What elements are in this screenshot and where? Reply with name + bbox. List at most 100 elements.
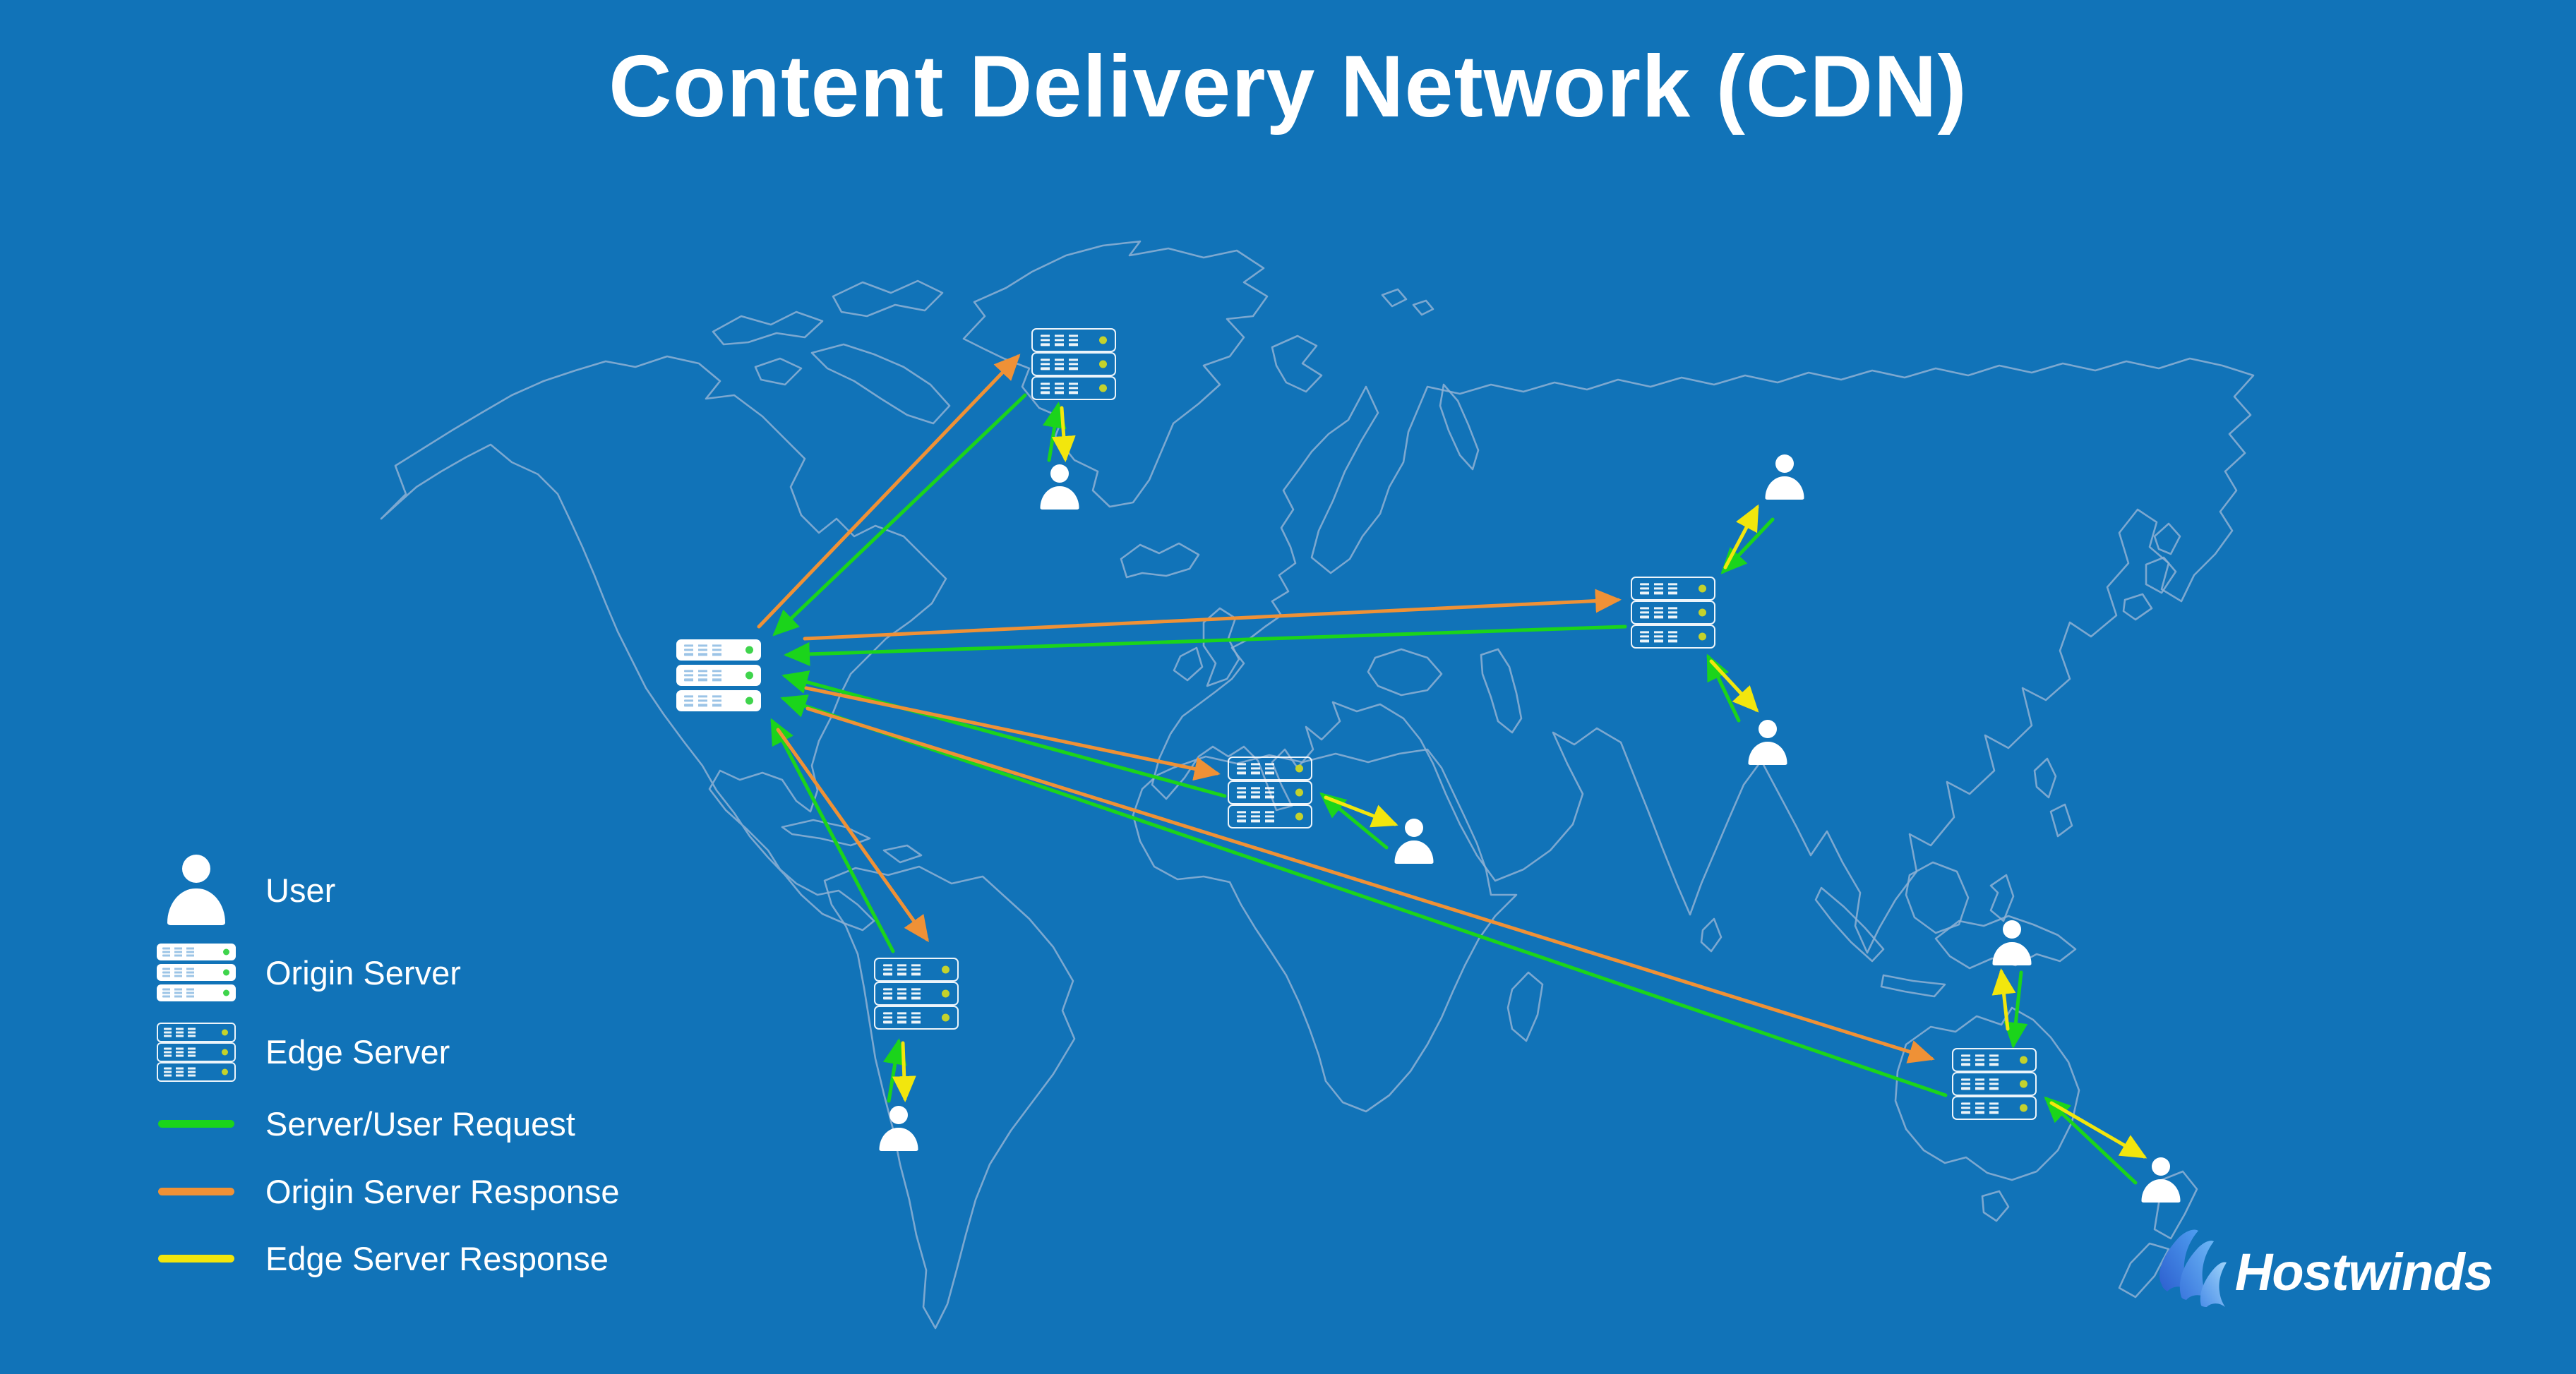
arrow-response-origin-to-greenland-edge (757, 354, 1021, 629)
arrow-response-edge-to-user-papua (1991, 968, 2016, 1031)
user-body (1040, 486, 1079, 510)
edge-server-icon (150, 1023, 243, 1082)
hostwinds-wave-icon (2159, 1229, 2227, 1307)
server-unit (874, 1006, 959, 1030)
map-australia (1894, 1006, 2080, 1222)
server-led-light (2020, 1080, 2027, 1088)
server-unit (1952, 1072, 2037, 1096)
arrow-request-south-america-edge-to-origin (770, 718, 895, 953)
server-grille (162, 946, 196, 958)
legend-item-server-user-request: Server/User Request (150, 1090, 620, 1158)
user-body (1765, 476, 1804, 500)
arrow-response-edge-to-user-new-zealand (2049, 1101, 2147, 1159)
server-grille (1640, 629, 1681, 644)
page-title: Content Delivery Network (CDN) (609, 38, 1967, 135)
user-icon (150, 855, 243, 925)
server-unit (1952, 1096, 2037, 1120)
server-unit (1631, 601, 1715, 625)
map-north-america (380, 355, 947, 932)
map-svalbard (1271, 288, 1434, 393)
edge-server-asia (1631, 577, 1715, 649)
server-unit (1031, 376, 1116, 400)
server-unit (1031, 352, 1116, 376)
arrow-request-user-asia-north-to-edge (1720, 517, 1775, 574)
arrow-request-asia-edge-to-origin (784, 625, 1627, 666)
server-unit (157, 1023, 236, 1042)
server-grille (164, 1066, 198, 1078)
map-black-sea (1367, 648, 1443, 697)
arrow-request-user-new-zealand-to-edge (2044, 1096, 2138, 1185)
request-line-swatch (150, 1120, 243, 1128)
server-led-light (223, 948, 229, 956)
edge-server-australia (1952, 1048, 2037, 1120)
server-led-light (1295, 764, 1303, 773)
server-led-light (1699, 584, 1706, 593)
legend-label: User (265, 871, 336, 909)
server-led-light (2020, 1104, 2027, 1112)
legend-item-edge-server-response: Edge Server Response (150, 1225, 620, 1292)
server-grille (1640, 581, 1681, 596)
map-caribbean (781, 819, 923, 864)
server-led-light (223, 969, 229, 976)
edge-response-line-swatch (150, 1255, 243, 1262)
server-led-light (222, 1029, 228, 1036)
user-south-america (879, 1106, 918, 1151)
legend-item-user: User (150, 848, 620, 932)
user-body (1394, 840, 1434, 864)
server-unit (1228, 804, 1312, 828)
map-south-america (823, 865, 1076, 1330)
arrow-response-edge-to-user-asia-south (1709, 659, 1759, 713)
server-led-light (1295, 812, 1303, 821)
user-head (2003, 920, 2021, 939)
server-unit (676, 665, 761, 686)
server-grille (1640, 605, 1681, 620)
server-grille (1237, 785, 1278, 800)
legend-item-origin-server-response: Origin Server Response (150, 1158, 620, 1225)
server-led-light (222, 1049, 228, 1056)
server-unit (1631, 625, 1715, 649)
server-grille (164, 1027, 198, 1039)
arrow-response-origin-to-south-america-edge (776, 728, 929, 943)
server-led-light (1295, 788, 1303, 797)
arrow-request-user-asia-south-to-edge (1706, 653, 1741, 723)
server-grille (1961, 1100, 2002, 1115)
server-grille (1041, 356, 1082, 371)
arrow-response-edge-to-user-greenland (1051, 406, 1076, 462)
origin-server-icon (150, 944, 243, 1001)
user-head (1050, 464, 1069, 483)
server-grille (883, 962, 924, 977)
edge-server-south-america (874, 958, 959, 1030)
server-led-light (745, 697, 753, 705)
server-unit (157, 1062, 236, 1082)
server-grille (883, 986, 924, 1001)
server-grille (684, 642, 725, 657)
server-unit (874, 982, 959, 1006)
arrow-layer (757, 354, 2147, 1185)
legend-item-edge-server: Edge Server (150, 1013, 620, 1090)
server-unit (157, 984, 236, 1001)
server-unit (1228, 781, 1312, 804)
server-grille (162, 987, 196, 999)
legend-item-origin-server: Origin Server (150, 932, 620, 1013)
server-unit (1031, 328, 1116, 352)
arrow-response-edge-to-user-south-america (892, 1041, 916, 1102)
user-body (2141, 1179, 2181, 1203)
user-greenland (1040, 464, 1079, 510)
server-led-light (1099, 336, 1107, 344)
map-sri-lanka (1700, 917, 1723, 953)
user-asia-north (1765, 454, 1804, 500)
arrow-request-greenland-edge-to-origin (772, 393, 1027, 637)
map-new-guinea (1934, 915, 2077, 970)
arrow-request-user-south-america-to-edge (882, 1038, 907, 1103)
server-unit (157, 944, 236, 960)
map-madagascar (1506, 971, 1544, 1042)
server-unit (1631, 577, 1715, 601)
request-line-swatch (158, 1120, 234, 1128)
map-africa (1132, 748, 1518, 1113)
server-unit (1952, 1048, 2037, 1072)
edge-server-middle-east (1228, 757, 1312, 828)
edge-server-greenland (1031, 328, 1116, 400)
server-grille (164, 1047, 198, 1059)
server-led-light (223, 989, 229, 996)
